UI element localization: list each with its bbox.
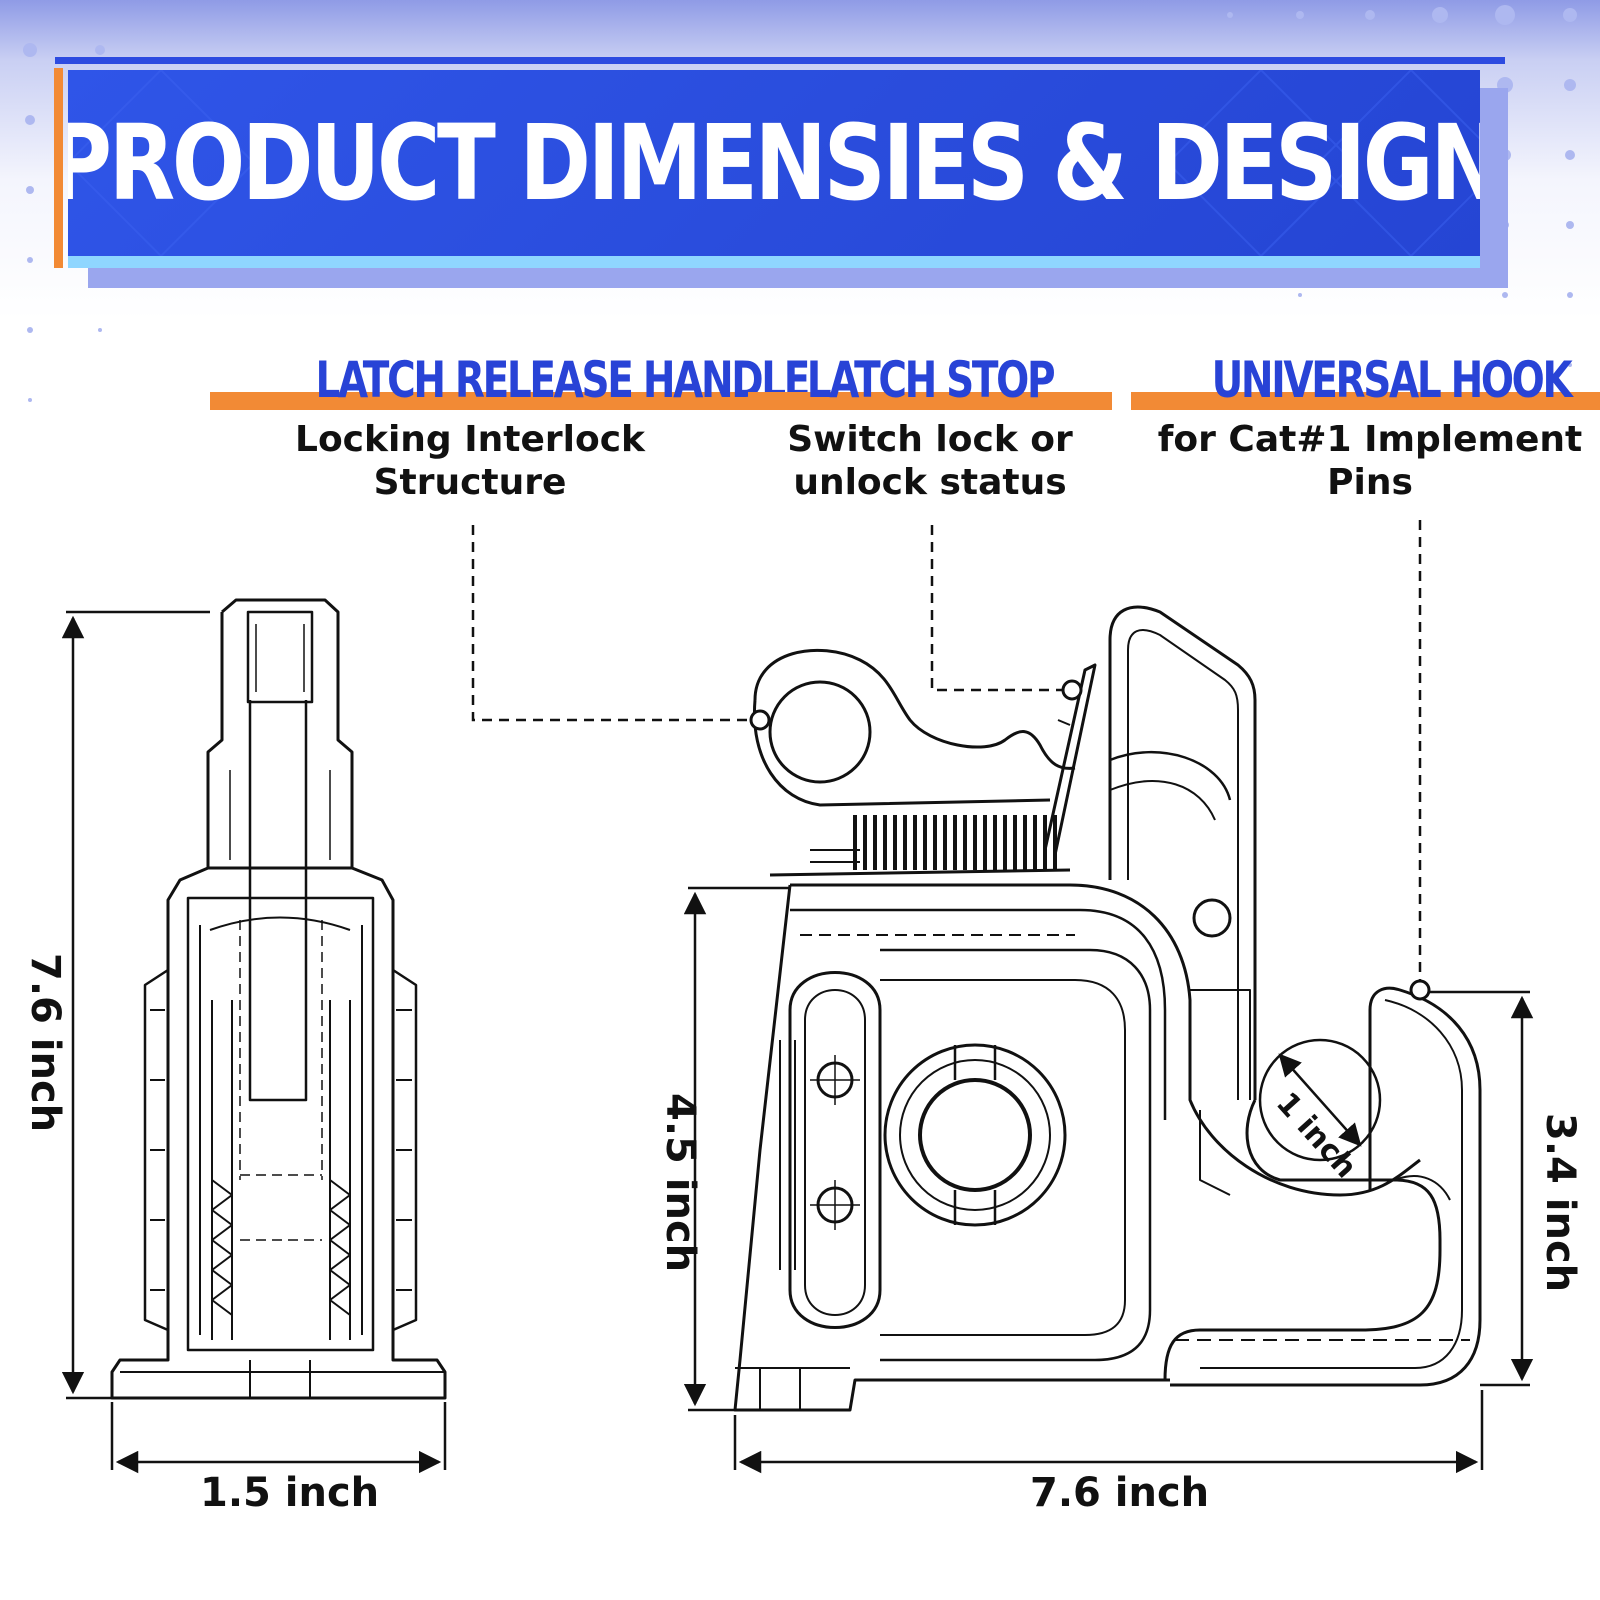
feature-latch-stop: LATCH STOP Switch lock or unlock status xyxy=(748,350,1112,504)
dimension-front-width: 1.5 inch xyxy=(200,1470,380,1516)
banner-top-line xyxy=(55,57,1505,64)
side-dimension-lines xyxy=(683,886,1534,1474)
feature-title: LATCH RELEASE HANDLE xyxy=(315,351,810,409)
feature-underline xyxy=(1131,392,1600,410)
feature-latch-release-handle: LATCH RELEASE HANDLE Locking Interlock S… xyxy=(210,350,914,504)
leader-endpoints xyxy=(749,679,1431,1001)
feature-underline xyxy=(210,392,914,410)
spring xyxy=(853,815,1057,870)
dimension-body-height: 4.5 inch xyxy=(657,1093,703,1273)
dimension-front-height: 7.6 inch xyxy=(22,953,68,1133)
banner-accent-bar xyxy=(54,68,63,268)
feature-underline xyxy=(748,392,1112,410)
title-banner: PRODUCT DIMENSIES & DESIGN xyxy=(68,70,1480,256)
front-dimension-lines xyxy=(61,610,447,1474)
hook-opening-indicator xyxy=(1258,1038,1382,1162)
feature-description: for Cat#1 Implement Pins xyxy=(1157,419,1583,503)
dimension-hook-height: 3.4 inch xyxy=(1537,1113,1583,1293)
banner-pattern xyxy=(68,70,1480,256)
page-title: PRODUCT DIMENSIES & DESIGN xyxy=(68,102,1480,224)
dimension-side-width: 7.6 inch xyxy=(1030,1470,1210,1516)
feature-description: Switch lock or unlock status xyxy=(787,419,1073,503)
front-view xyxy=(110,598,447,1400)
feature-title: UNIVERSAL HOOK xyxy=(1211,351,1573,409)
side-view xyxy=(733,605,1482,1412)
feature-universal-hook: UNIVERSAL HOOK for Cat#1 Implement Pins xyxy=(1131,350,1600,504)
banner-light-strip xyxy=(68,256,1480,268)
feature-title: LATCH STOP xyxy=(806,351,1056,409)
feature-description: Locking Interlock Structure xyxy=(295,419,645,503)
leader-lines xyxy=(471,520,1422,985)
